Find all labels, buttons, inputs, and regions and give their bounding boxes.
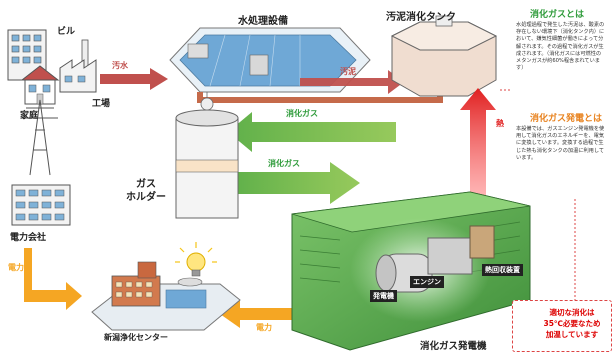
label-home: 家庭: [20, 111, 39, 121]
heating-note: 適切な消化は 35℃必要なため 加温しています: [512, 300, 612, 352]
arrow-label-power-bottom: 電力: [256, 323, 272, 332]
panel-title-gas-power: 消化ガス発電とは: [530, 114, 603, 124]
digestion-tank: [390, 15, 498, 97]
label-center: 新潟浄化センター: [104, 333, 168, 342]
power-company-building: [11, 184, 71, 226]
gas-arrow-bottom: [232, 162, 360, 204]
arrow-label-sewage: 汚水: [112, 61, 128, 70]
heat-arrow: [460, 88, 496, 200]
arrow-label-gas-bottom: 消化ガス: [268, 159, 300, 168]
info-panel-digestion-gas: 消化ガスとは 水処理過程で発生した汚泥は、酸素の存在しない環境下（消化タンク内）…: [512, 4, 610, 96]
sewage-arrow: [100, 68, 168, 90]
label-factory: 工場: [92, 99, 111, 109]
info-panel-gas-power: 消化ガス発電とは 本設備では、ガスエンジン発電機を使用して消化ガスのエネルギーを…: [512, 108, 610, 198]
label-engine: エンジン: [410, 276, 444, 288]
arrow-label-gas-top: 消化ガス: [286, 109, 318, 118]
label-generator-system: 消化ガス発電機: [420, 341, 487, 352]
gas-holder: [175, 92, 239, 219]
label-power-company: 電力会社: [10, 233, 47, 243]
light-bulb-icon: [175, 242, 217, 277]
label-digestion-tank: 汚泥消化タンク: [386, 12, 456, 23]
power-tower: [22, 99, 58, 176]
label-water-plant: 水処理設備: [238, 16, 288, 27]
panel-body-digestion-gas: 水処理過程で発生した汚泥は、酸素の存在しない環境下（消化タンク内）において、嫌気…: [516, 22, 605, 72]
gas-arrow-top: [228, 112, 396, 152]
office-building: [7, 29, 47, 81]
power-arrow-left: [24, 248, 82, 310]
panel-title-digestion-gas: 消化ガスとは: [530, 10, 585, 20]
panel-body-gas-power: 本設備では、ガスエンジン発電機を使用して消化ガスのエネルギーを、電気に変換してい…: [516, 126, 605, 161]
label-heat-recovery: 熱回収装置: [482, 264, 523, 276]
label-building: ビル: [57, 27, 76, 37]
label-generator: 発電機: [370, 290, 397, 302]
arrow-label-sludge: 汚泥: [340, 67, 356, 76]
purification-center: [91, 261, 241, 331]
water-treatment-facility: [169, 27, 371, 93]
heating-note-text: 適切な消化は 35℃必要なため 加温しています: [543, 308, 601, 339]
power-arrow-bottom: [220, 300, 296, 328]
arrow-label-heat: 熱: [496, 119, 504, 128]
factory-building: [59, 39, 97, 93]
sludge-arrow: [300, 70, 404, 94]
label-gas-holder: ガス ホルダー: [126, 179, 166, 203]
arrow-label-power-left: 電力: [8, 263, 24, 272]
